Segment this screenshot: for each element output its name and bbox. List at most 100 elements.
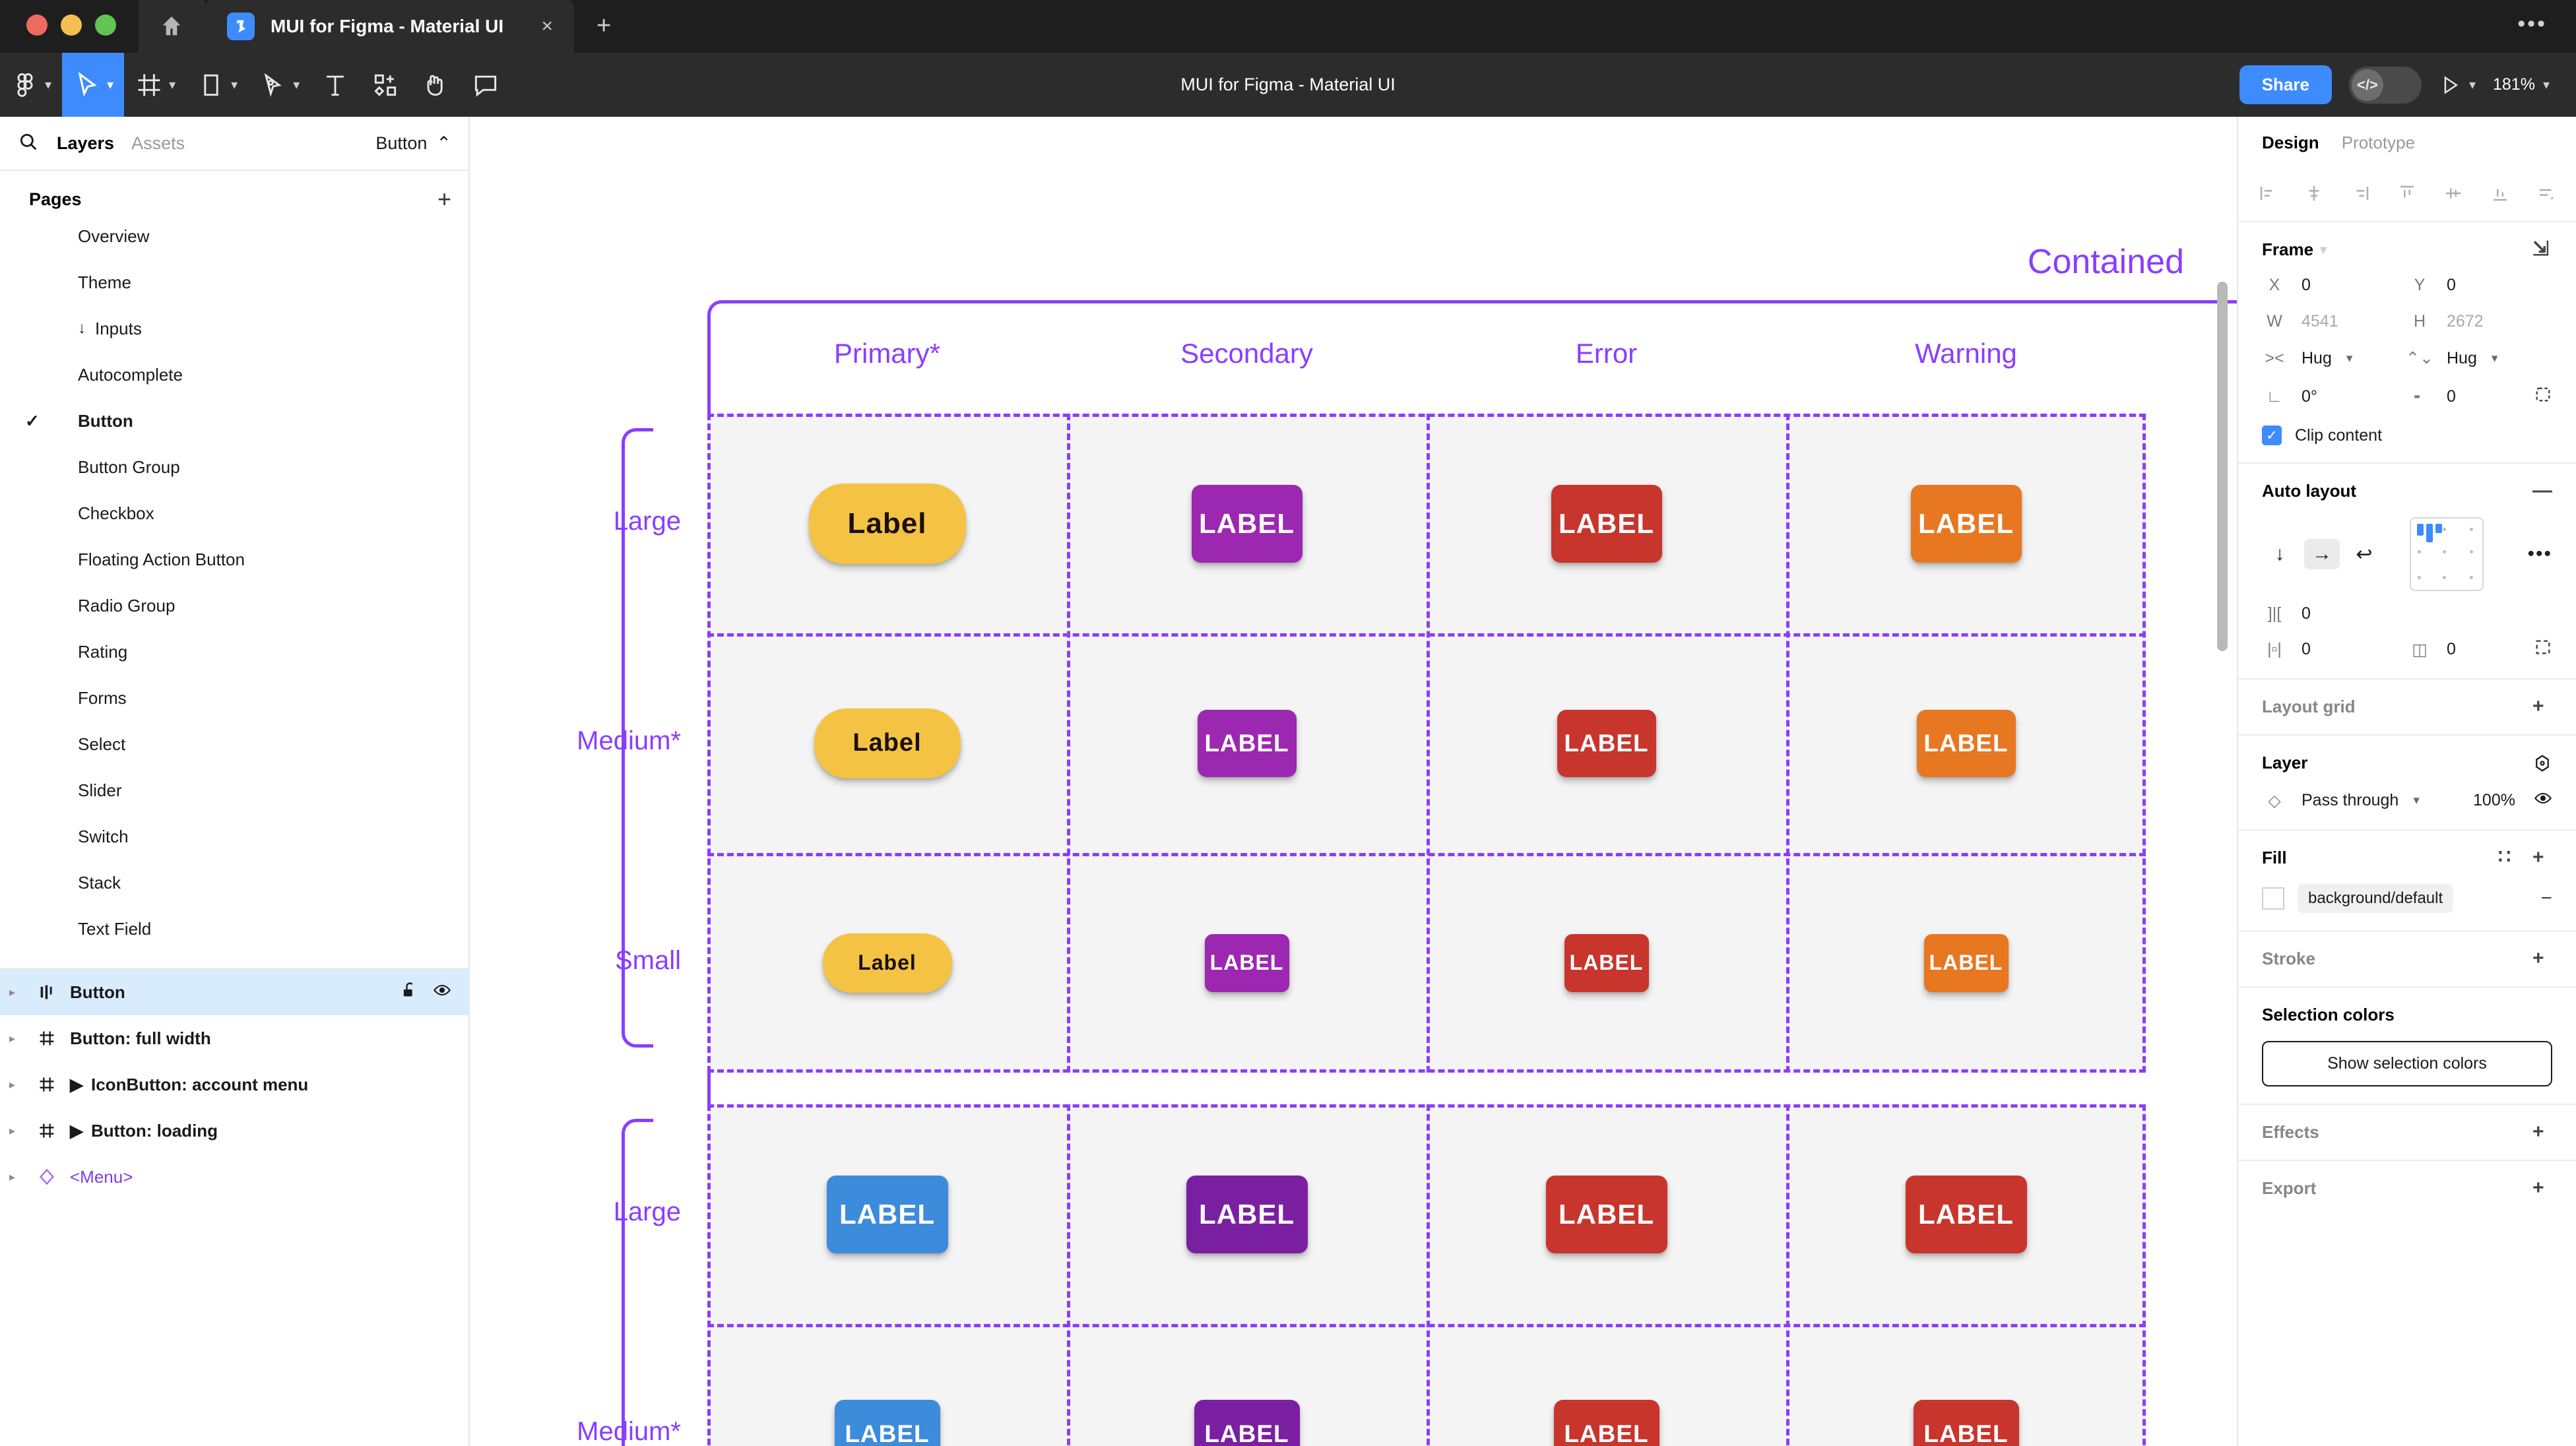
- independent-corners-icon[interactable]: [2534, 385, 2552, 408]
- add-effect-button[interactable]: +: [2532, 1120, 2544, 1143]
- page-item-checkbox[interactable]: Checkbox: [0, 490, 468, 536]
- add-fill-button[interactable]: +: [2532, 846, 2544, 868]
- layer-row[interactable]: ▸▶IconButton: account menu: [0, 1061, 468, 1108]
- variant-button[interactable]: LABEL: [1916, 709, 2016, 777]
- shape-tool-icon[interactable]: ▾: [186, 53, 248, 117]
- variant-button[interactable]: LABEL: [826, 1175, 948, 1253]
- variant-button[interactable]: Label: [822, 933, 952, 993]
- corner-radius-field[interactable]: ╸ 0: [2407, 385, 2552, 408]
- pen-tool-icon[interactable]: ▾: [248, 53, 310, 117]
- variant-button[interactable]: LABEL: [1923, 933, 2009, 992]
- vertical-resizing-field[interactable]: ⌃⌄ Hug ▾: [2406, 348, 2498, 368]
- canvas-vertical-scrollbar[interactable]: [2217, 282, 2228, 651]
- tab-layers[interactable]: Layers: [57, 133, 115, 153]
- comment-tool-icon[interactable]: [461, 53, 511, 117]
- variant-button[interactable]: Label: [808, 483, 966, 564]
- eye-icon[interactable]: [433, 981, 451, 1004]
- add-page-button[interactable]: +: [437, 185, 451, 212]
- show-selection-colors-button[interactable]: Show selection colors: [2262, 1041, 2552, 1086]
- page-item-button-group[interactable]: Button Group: [0, 444, 468, 490]
- home-icon[interactable]: [139, 0, 205, 53]
- page-item-text-field[interactable]: Text Field: [0, 906, 468, 952]
- align-left-icon[interactable]: [2258, 183, 2278, 206]
- fill-styles-icon[interactable]: ∷: [2498, 846, 2511, 868]
- disclosure-triangle-icon[interactable]: ▸: [9, 1123, 16, 1137]
- distribute-menu-icon[interactable]: [2536, 183, 2556, 206]
- variant-button[interactable]: LABEL: [1910, 484, 2022, 563]
- expand-triangle-icon[interactable]: ▶: [70, 1120, 83, 1141]
- layer-row[interactable]: ▸Button: [0, 969, 468, 1015]
- new-tab-button[interactable]: +: [596, 12, 612, 40]
- variant-button[interactable]: LABEL: [1564, 933, 1649, 992]
- fill-style-name[interactable]: background/default: [2298, 884, 2454, 913]
- layer-row[interactable]: ▸▶Button: loading: [0, 1108, 468, 1154]
- expand-triangle-icon[interactable]: ▶: [70, 1074, 83, 1094]
- visibility-eye-icon[interactable]: [2534, 789, 2552, 812]
- variant-button[interactable]: LABEL: [1545, 1175, 1667, 1253]
- align-horizontal-center-icon[interactable]: [2304, 183, 2324, 206]
- disclosure-triangle-icon[interactable]: ▸: [9, 1031, 16, 1045]
- page-item-floating-action-button[interactable]: Floating Action Button: [0, 536, 468, 582]
- page-selector[interactable]: Button ⌃: [375, 133, 451, 154]
- page-item-select[interactable]: Select: [0, 721, 468, 767]
- browser-tab[interactable]: MUI for Figma - Material UI ×: [205, 0, 574, 53]
- page-item-rating[interactable]: Rating: [0, 629, 468, 675]
- text-tool-icon[interactable]: [310, 53, 360, 117]
- variant-button[interactable]: LABEL: [834, 1399, 940, 1446]
- add-layout-grid-button[interactable]: +: [2532, 695, 2544, 717]
- rotation-field[interactable]: ∟ 0°: [2262, 387, 2407, 406]
- move-tool-icon[interactable]: ▾: [62, 53, 125, 117]
- page-item-forms[interactable]: Forms: [0, 675, 468, 721]
- remove-fill-button[interactable]: −: [2540, 887, 2552, 909]
- layer-row[interactable]: ▸<Menu>: [0, 1154, 468, 1200]
- page-item-autocomplete[interactable]: Autocomplete: [0, 352, 468, 398]
- alignment-grid-picker[interactable]: [2410, 517, 2484, 591]
- opacity-field[interactable]: 100%: [2430, 789, 2552, 812]
- page-item-switch[interactable]: Switch: [0, 813, 468, 860]
- height-field[interactable]: H 2672: [2407, 312, 2552, 331]
- horizontal-resizing-field[interactable]: >< Hug ▾: [2262, 349, 2407, 368]
- auto-layout-more-options-icon[interactable]: •••: [2527, 543, 2552, 565]
- zoom-level-menu[interactable]: 181% ▾: [2493, 75, 2550, 94]
- page-item-inputs[interactable]: ↓Inputs: [0, 305, 468, 352]
- x-position-field[interactable]: X 0: [2262, 276, 2407, 295]
- disclosure-triangle-icon[interactable]: ▸: [9, 985, 16, 999]
- frame-tool-icon[interactable]: ▾: [124, 53, 186, 117]
- dev-mode-toggle[interactable]: </>: [2348, 66, 2422, 104]
- y-position-field[interactable]: Y 0: [2407, 276, 2552, 295]
- variant-button[interactable]: LABEL: [1553, 1399, 1659, 1446]
- window-overflow-menu[interactable]: •••: [2517, 11, 2547, 36]
- unlock-icon[interactable]: [400, 981, 418, 1004]
- blend-mode-field[interactable]: ◇ Pass through ▾: [2262, 791, 2430, 811]
- variant-button[interactable]: LABEL: [1551, 484, 1662, 563]
- variant-button[interactable]: LABEL: [1197, 709, 1297, 777]
- hand-tool-icon[interactable]: [410, 53, 461, 117]
- layer-row[interactable]: ▸Button: full width: [0, 1015, 468, 1061]
- share-button[interactable]: Share: [2239, 65, 2332, 104]
- variant-button[interactable]: LABEL: [1913, 1399, 2019, 1446]
- variant-button[interactable]: LABEL: [1557, 709, 1656, 777]
- clip-content-row[interactable]: ✓ Clip content: [2262, 425, 2552, 445]
- page-item-stack[interactable]: Stack: [0, 860, 468, 906]
- chevron-down-icon[interactable]: ▾: [2320, 243, 2327, 257]
- disclosure-triangle-icon[interactable]: ▸: [9, 1077, 16, 1091]
- disclosure-triangle-icon[interactable]: ▸: [9, 1170, 16, 1183]
- layout-wrap-icon[interactable]: ↩: [2356, 543, 2373, 565]
- close-window-button[interactable]: [26, 15, 48, 36]
- close-icon[interactable]: ×: [541, 15, 553, 37]
- layout-direction-horizontal-icon[interactable]: →: [2304, 539, 2340, 569]
- align-bottom-icon[interactable]: [2490, 183, 2510, 206]
- collapse-frame-icon[interactable]: ⇲: [2532, 237, 2550, 260]
- align-right-icon[interactable]: [2351, 183, 2371, 206]
- tab-design[interactable]: Design: [2262, 132, 2319, 152]
- resources-tool-icon[interactable]: [360, 53, 410, 117]
- align-top-icon[interactable]: [2397, 183, 2417, 206]
- maximize-window-button[interactable]: [95, 15, 116, 36]
- layout-direction-vertical-icon[interactable]: ↓: [2274, 543, 2285, 565]
- search-icon[interactable]: [17, 131, 40, 156]
- item-spacing-field[interactable]: ]|[ 0: [2262, 604, 2407, 623]
- individual-padding-icon[interactable]: [2534, 638, 2552, 661]
- variant-button[interactable]: Label: [814, 708, 961, 778]
- page-item-slider[interactable]: Slider: [0, 767, 468, 813]
